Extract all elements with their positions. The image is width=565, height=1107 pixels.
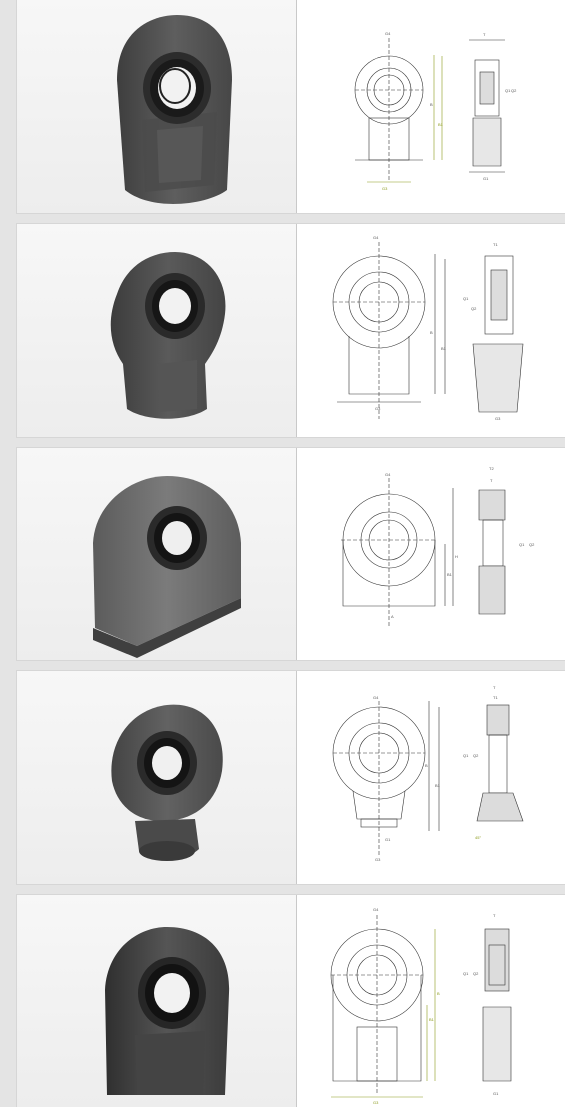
svg-text:Q1: Q1 (463, 753, 469, 758)
svg-text:G1: G1 (483, 176, 489, 181)
technical-drawing-3[interactable]: G4 T2 T Q1 Q2 H B1 A (297, 448, 565, 660)
svg-text:G4: G4 (373, 907, 379, 912)
product-row-5[interactable]: G4 G3 B B1 T Q1 Q2 G1 (17, 895, 565, 1107)
technical-drawing-2[interactable]: G4 G3 B B1 T1 Q1 Q2 G3 (297, 224, 565, 437)
svg-text:B1: B1 (441, 346, 447, 351)
technical-drawing-5[interactable]: G4 G3 B B1 T Q1 Q2 G1 (297, 895, 565, 1107)
svg-text:Q1: Q1 (505, 88, 511, 93)
svg-text:T: T (483, 32, 486, 37)
technical-drawing-icon: G4 T2 T Q1 Q2 H B1 A (341, 466, 535, 626)
rod-end-eye-icon (110, 252, 226, 419)
svg-text:B1: B1 (435, 783, 441, 788)
product-row-1[interactable]: G4 G3 B B1 T Q1 Q2 G1 (17, 0, 565, 213)
technical-drawing-icon: G4 G3 B B1 T Q1 Q2 G1 (330, 907, 512, 1105)
product-row-4[interactable]: G4 G3 G1 B B1 T T1 Q1 Q2 45° (17, 671, 565, 884)
svg-text:T1: T1 (493, 695, 498, 700)
svg-text:G4: G4 (373, 695, 379, 700)
product-photo-3[interactable] (17, 448, 297, 660)
product-row-3[interactable]: G4 T2 T Q1 Q2 H B1 A (17, 448, 565, 660)
svg-text:G1: G1 (493, 1091, 499, 1096)
svg-text:B: B (430, 102, 433, 107)
svg-text:G4: G4 (373, 235, 379, 240)
svg-text:Q1: Q1 (463, 971, 469, 976)
svg-text:B1: B1 (447, 572, 453, 577)
product-photo-2[interactable] (17, 224, 297, 437)
rod-end-eye-icon (117, 15, 232, 204)
svg-text:Q2: Q2 (529, 542, 535, 547)
svg-text:B: B (425, 763, 428, 768)
technical-drawing-icon: G4 G3 B B1 T Q1 Q2 G1 (354, 31, 517, 191)
svg-text:T1: T1 (493, 242, 498, 247)
technical-drawing-icon: G4 G3 G1 B B1 T T1 Q1 Q2 45° (332, 685, 524, 862)
svg-text:A: A (391, 614, 394, 619)
rod-end-pin-icon (111, 704, 223, 861)
rod-end-block-icon (93, 476, 241, 658)
svg-text:Q2: Q2 (511, 88, 517, 93)
technical-drawing-icon: G4 G3 B B1 T1 Q1 Q2 G3 (332, 235, 524, 421)
product-photo-5[interactable] (17, 895, 297, 1107)
product-photo-1[interactable] (17, 0, 297, 213)
svg-text:G3: G3 (382, 186, 388, 191)
svg-text:G3: G3 (375, 406, 381, 411)
svg-text:G4: G4 (385, 31, 391, 36)
rod-end-eye-icon (105, 927, 230, 1095)
technical-drawing-1[interactable]: G4 G3 B B1 T Q1 Q2 G1 (297, 0, 565, 213)
svg-text:Q1: Q1 (519, 542, 525, 547)
svg-text:T: T (490, 478, 493, 483)
svg-text:T: T (493, 685, 496, 690)
svg-text:B: B (437, 991, 440, 996)
svg-text:Q2: Q2 (471, 306, 477, 311)
svg-text:Q1: Q1 (463, 296, 469, 301)
svg-text:T2: T2 (489, 466, 494, 471)
svg-text:45°: 45° (475, 835, 481, 840)
svg-text:B: B (430, 330, 433, 335)
svg-text:G4: G4 (385, 472, 391, 477)
svg-text:G3: G3 (495, 416, 501, 421)
svg-text:G3: G3 (373, 1100, 379, 1105)
svg-text:G1: G1 (385, 837, 391, 842)
technical-drawing-4[interactable]: G4 G3 G1 B B1 T T1 Q1 Q2 45° (297, 671, 565, 884)
svg-text:Q2: Q2 (473, 971, 479, 976)
svg-text:G3: G3 (375, 857, 381, 862)
product-row-2[interactable]: G4 G3 B B1 T1 Q1 Q2 G3 (17, 224, 565, 437)
svg-text:T: T (493, 913, 496, 918)
svg-text:Q2: Q2 (473, 753, 479, 758)
svg-text:B1: B1 (429, 1017, 435, 1022)
product-photo-4[interactable] (17, 671, 297, 884)
svg-text:B1: B1 (438, 122, 444, 127)
svg-text:H: H (455, 554, 458, 559)
